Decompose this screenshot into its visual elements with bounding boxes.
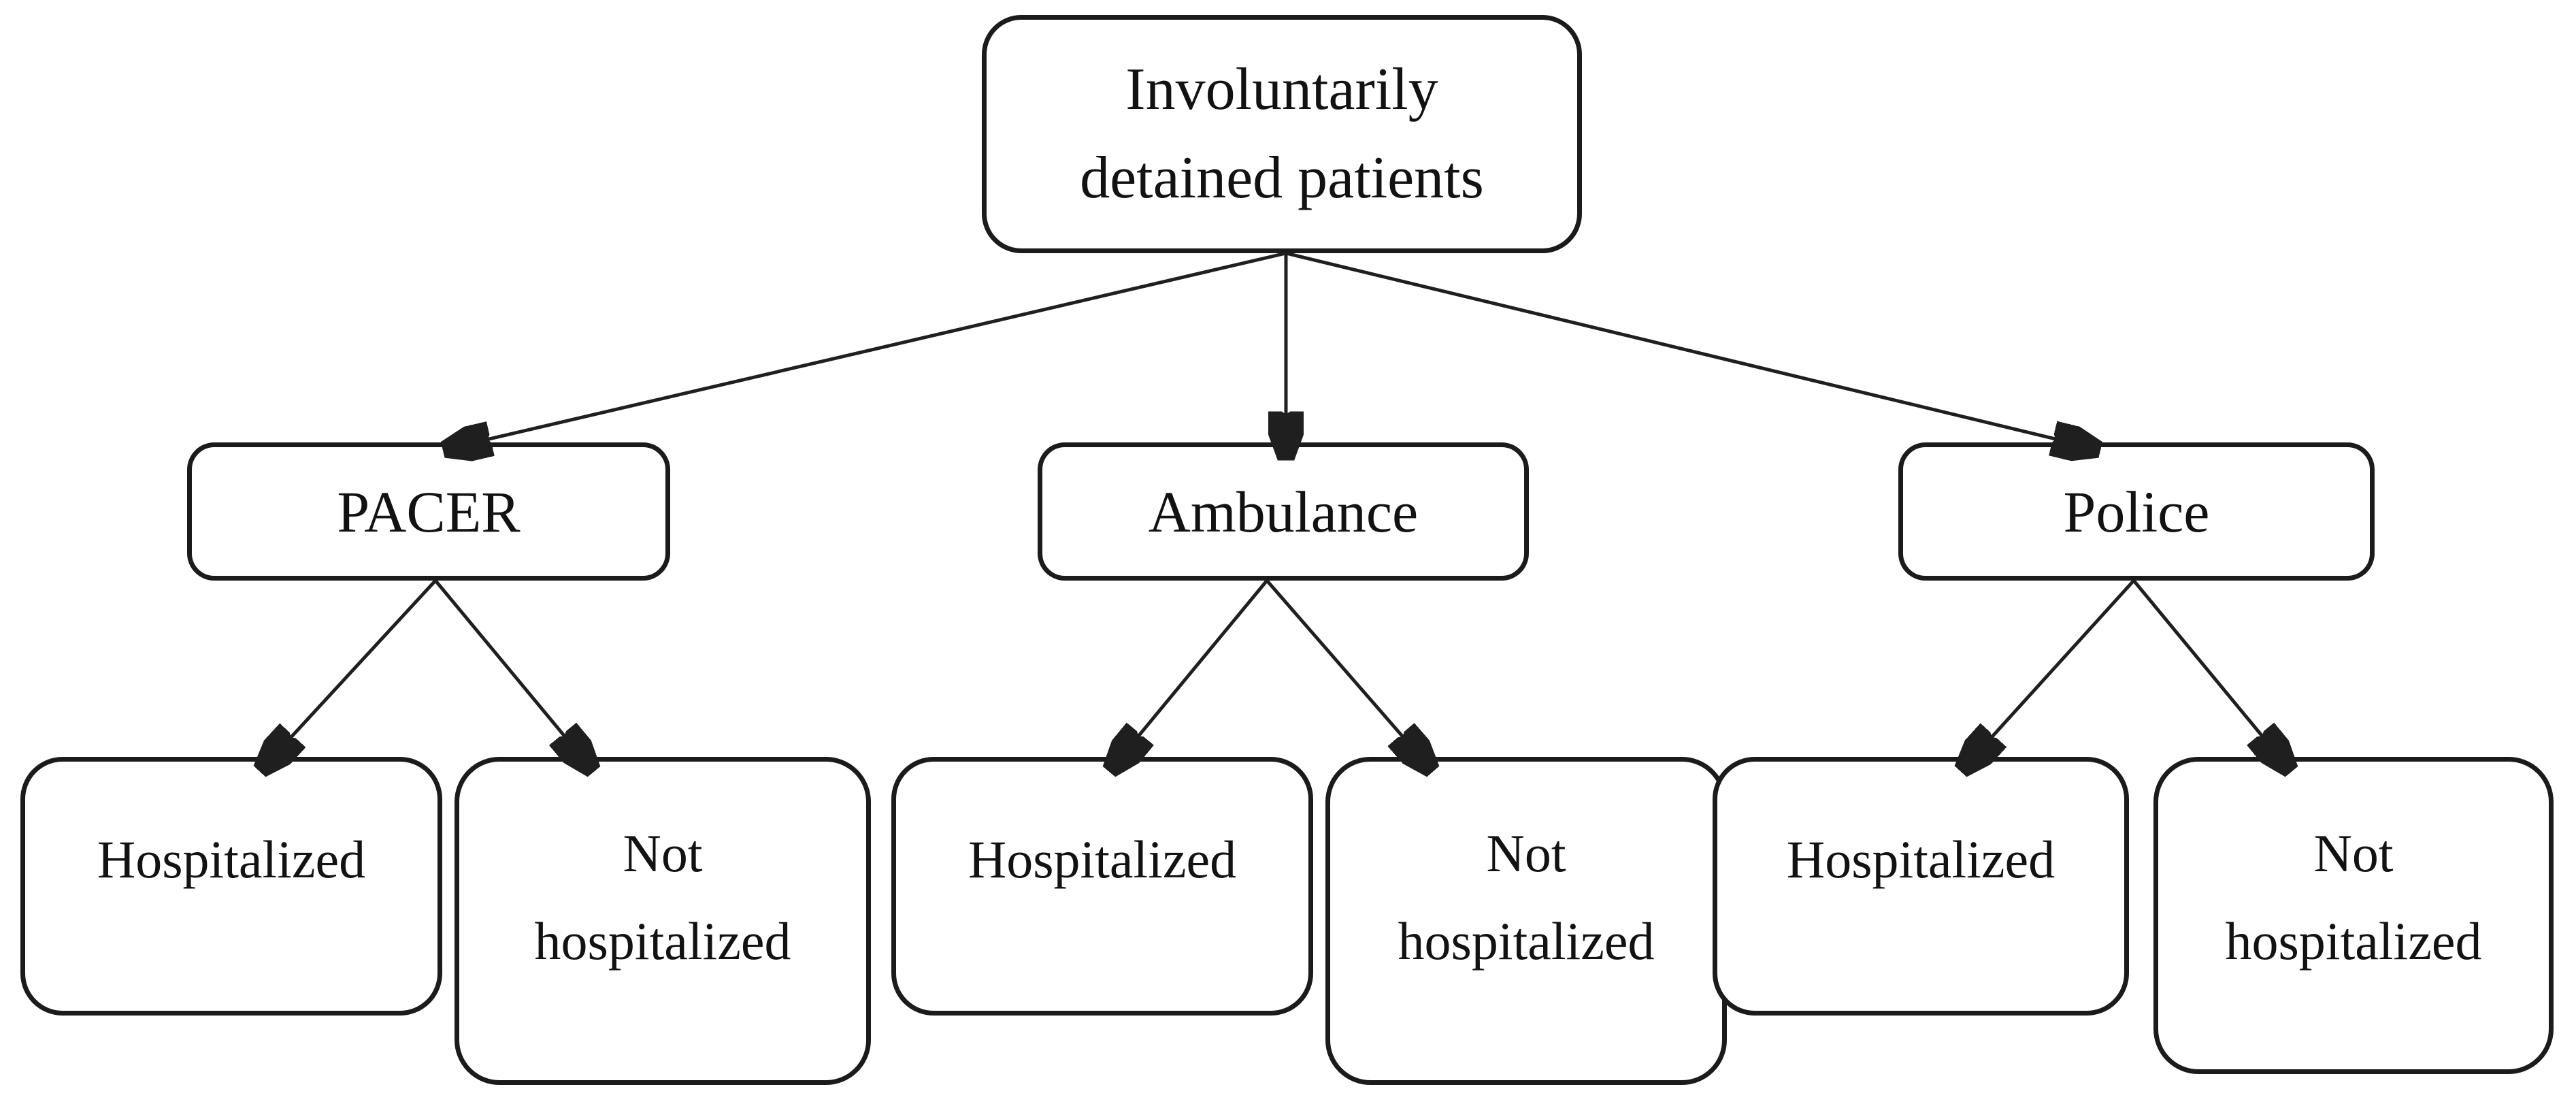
node-label: Police: [2063, 478, 2210, 545]
node-ambulance-not-hospitalized: Not hospitalized: [1325, 757, 1727, 1085]
node-label: PACER: [337, 478, 521, 545]
edge-ambulance-hospitalized: [1114, 579, 1268, 765]
edge-police-hospitalized: [1966, 579, 2135, 765]
node-label: Not hospitalized: [1398, 824, 1655, 971]
node-pacer-not-hospitalized: Not hospitalized: [455, 757, 871, 1085]
node-involuntarily-detained-patients: Involuntarily detained patients: [982, 15, 1582, 253]
node-label: Ambulance: [1148, 478, 1419, 545]
edge-police-not-hospitalized: [2132, 579, 2286, 765]
node-police: Police: [1898, 442, 2375, 581]
node-ambulance: Ambulance: [1038, 442, 1529, 581]
node-label: Involuntarily detained patients: [1080, 56, 1484, 211]
node-label: Not hospitalized: [2225, 824, 2482, 971]
node-label: Not hospitalized: [534, 824, 791, 971]
edge-pacer-not-hospitalized: [434, 579, 589, 765]
node-label: Hospitalized: [968, 830, 1237, 889]
edge-ambulance-not-hospitalized: [1266, 579, 1427, 765]
edge-root-police: [1285, 251, 2092, 448]
node-label: Hospitalized: [97, 830, 366, 889]
node-pacer-hospitalized: Hospitalized: [20, 757, 442, 1016]
edge-pacer-hospitalized: [265, 579, 437, 765]
node-pacer: PACER: [187, 442, 670, 581]
node-ambulance-hospitalized: Hospitalized: [891, 757, 1313, 1016]
node-police-hospitalized: Hospitalized: [1713, 757, 2129, 1016]
node-label: Hospitalized: [1786, 830, 2055, 889]
node-police-not-hospitalized: Not hospitalized: [2153, 757, 2554, 1074]
edge-root-pacer: [451, 251, 1287, 448]
